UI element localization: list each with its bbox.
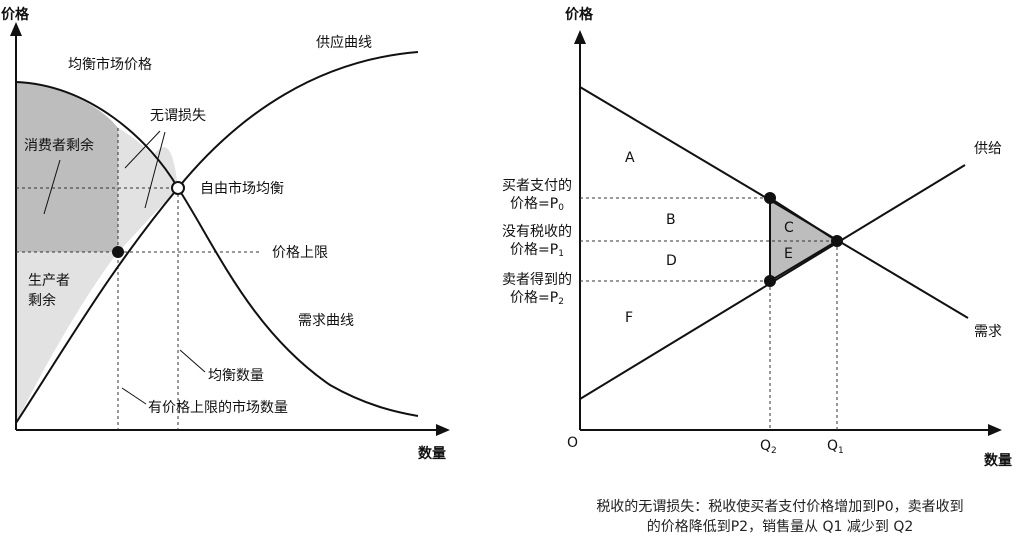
ceiling-point — [112, 246, 124, 258]
q1-label-sub: 1 — [838, 446, 844, 456]
seller-price-point — [764, 275, 776, 287]
deadweight-pointer-2 — [144, 131, 166, 209]
buyer-price-label-line2: 价格=P0 — [510, 196, 564, 213]
x-axis-arrow — [436, 424, 450, 436]
q2-label: Q2 — [760, 438, 777, 456]
caption-line2: 的价格降低到P2，销售量从 Q1 减少到 Q2 — [646, 519, 914, 535]
region-e-label: E — [784, 246, 793, 262]
demand-label: 需求 — [974, 324, 1002, 340]
consumer-surplus-pointer — [43, 159, 61, 215]
figure-caption: 税收的无谓损失：税收使买者支付价格增加到P0，卖者收到 的价格降低到P2，销售量… — [540, 497, 1020, 537]
producer-surplus-label-line2: 剩余 — [28, 292, 56, 309]
left-y-axis-label: 价格 — [1, 6, 30, 23]
buyer-price-label-line1: 买者支付的 — [502, 178, 572, 194]
q1-label-main: Q — [827, 438, 838, 454]
equilibrium-quantity-pointer — [179, 349, 206, 373]
region-d-label: D — [666, 253, 677, 269]
q1-label: Q1 — [827, 438, 844, 456]
equilibrium-point — [831, 235, 843, 247]
seller-price-label-line1: 卖者得到的 — [502, 271, 572, 288]
seller-price-label-line2: 价格=P2 — [510, 290, 564, 307]
buyer-price-point — [764, 192, 776, 204]
right-y-axis-label: 价格 — [565, 6, 594, 23]
consumer-surplus-label: 消费者剩余 — [24, 137, 94, 154]
demand-curve — [15, 81, 419, 417]
no-tax-price-label-main: 价格=P — [510, 242, 558, 258]
equilibrium-price-label: 均衡市场价格 — [68, 56, 152, 73]
equilibrium-quantity-label: 均衡数量 — [208, 368, 264, 384]
region-a-label: A — [625, 150, 635, 166]
seller-price-label-sub: 2 — [558, 297, 564, 307]
seller-price-label-main: 价格=P — [510, 290, 558, 306]
equilibrium-point — [171, 181, 185, 195]
demand-line — [579, 86, 969, 319]
no-tax-price-label-sub: 1 — [558, 249, 564, 259]
q2-label-main: Q — [760, 438, 771, 454]
supply-label: 供给 — [974, 141, 1002, 157]
right-x-axis-label: 数量 — [984, 452, 1012, 469]
free-market-equilibrium-label: 自由市场均衡 — [200, 180, 284, 197]
demand-curve-label: 需求曲线 — [298, 313, 354, 329]
deadweight-loss-label: 无谓损失 — [150, 108, 206, 124]
no-tax-price-label-line2: 价格=P1 — [510, 242, 564, 259]
producer-surplus-label-line1: 生产者 — [28, 273, 70, 289]
price-ceiling-diagram: 价格 数量 供应曲线 均衡市场价格 无谓损失 消费者剩余 自由市场均衡 价格上限… — [0, 0, 470, 551]
buyer-price-label-sub: 0 — [558, 203, 564, 213]
x-axis-arrow — [988, 424, 1002, 436]
deadweight-loss-triangle — [769, 196, 839, 283]
price-ceiling-svg: 价格 数量 供应曲线 均衡市场价格 无谓损失 消费者剩余 自由市场均衡 价格上限… — [1, 6, 450, 462]
deadweight-pointer-1 — [124, 130, 161, 169]
ceiling-quantity-label: 有价格上限的市场数量 — [148, 399, 288, 416]
left-x-axis-label: 数量 — [418, 445, 446, 462]
buyer-price-label-main: 价格=P — [510, 196, 558, 212]
supply-curve-label: 供应曲线 — [316, 34, 372, 51]
region-b-label: B — [666, 212, 676, 228]
caption-line1: 税收的无谓损失：税收使买者支付价格增加到P0，卖者收到 — [596, 499, 964, 515]
consumer-surplus-region — [16, 82, 118, 252]
origin-label: O — [567, 435, 578, 451]
price-ceiling-label: 价格上限 — [272, 245, 328, 261]
no-tax-price-label-line1: 没有税收的 — [502, 224, 572, 240]
y-axis-arrow — [574, 30, 586, 44]
region-f-label: F — [625, 310, 633, 326]
y-axis-arrow — [10, 22, 22, 36]
q2-label-sub: 2 — [771, 446, 777, 456]
tax-deadweight-diagram: 价格 数量 O 供给 需求 A B C D E F 买者支付的 价格=P0 没有… — [470, 0, 1024, 551]
tax-diagram-svg: 价格 数量 O 供给 需求 A B C D E F 买者支付的 价格=P0 没有… — [502, 6, 1012, 469]
region-c-label: C — [784, 220, 794, 236]
ceiling-quantity-pointer — [121, 387, 147, 405]
